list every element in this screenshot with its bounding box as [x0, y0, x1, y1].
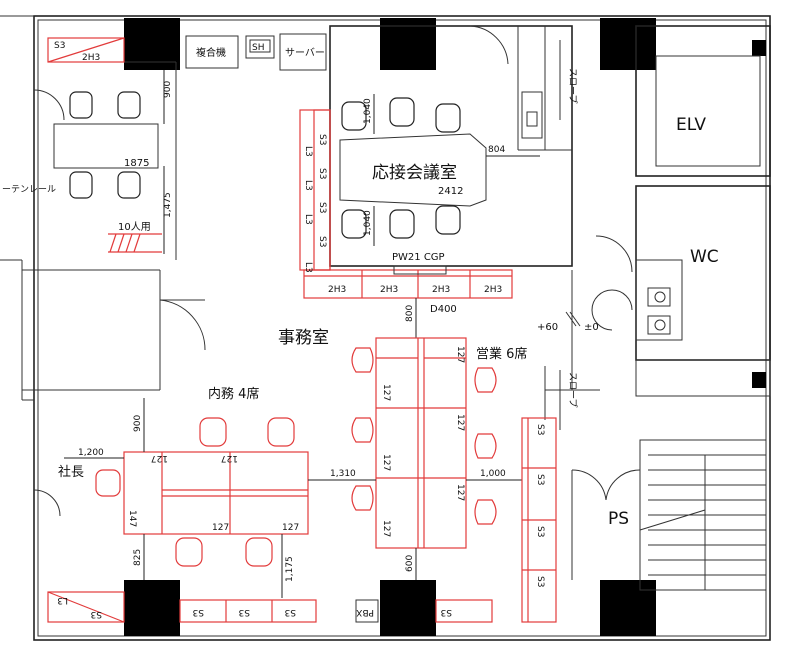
code-s3-m1: S3	[317, 134, 327, 145]
partition-label: PW21 CGP	[392, 252, 445, 263]
code-s3-top: S3	[54, 41, 65, 51]
code-s3-r2: S3	[535, 474, 545, 485]
pipe-space-label: PS	[608, 509, 629, 529]
dim-1310: 1,310	[330, 469, 356, 479]
dim-1875: 1875	[124, 158, 149, 169]
dim-804: 804	[488, 145, 505, 155]
outer-walls	[0, 15, 771, 641]
stair-treads	[639, 454, 766, 590]
code-2h3-2: 2H3	[380, 285, 398, 295]
admin-desk-block	[64, 398, 376, 598]
dim-900-top: 900	[163, 81, 173, 98]
code-2h3-3: 2H3	[432, 285, 450, 295]
sales-desk-block	[351, 337, 522, 580]
dim-825: 825	[133, 549, 143, 566]
dim-1040-top: 1,040	[363, 98, 373, 124]
server-label: サーバー	[285, 47, 325, 59]
elevator-label: ELV	[676, 115, 706, 135]
code-l3-bottom: L3	[57, 595, 68, 605]
code-s3-m4: S3	[317, 236, 327, 247]
president-label: 社長	[58, 464, 84, 480]
dim-1040-bottom: 1,040	[363, 210, 373, 236]
code-127-a3: 127	[212, 523, 229, 533]
interior-partitions	[22, 61, 600, 517]
curtain-rail-label: ーテンレール	[2, 184, 56, 195]
code-s3-b4: S3	[441, 607, 452, 617]
code-s3-b2: S3	[239, 607, 250, 617]
code-2h3-4: 2H3	[484, 285, 502, 295]
admin-seats-label: 内務 4席	[208, 386, 259, 402]
door-d400-label: D400	[430, 304, 457, 315]
bottom-s3-row	[47, 591, 493, 623]
dim-900-mid: 900	[133, 415, 143, 432]
code-l3-m2: L3	[303, 180, 313, 191]
storage-row-2h3	[303, 265, 513, 338]
dim-600: 600	[405, 555, 415, 572]
code-2h3-1: 2H3	[328, 285, 346, 295]
code-s3-b3: S3	[285, 607, 296, 617]
code-s3-m2: S3	[317, 168, 327, 179]
code-127-s1: 127	[455, 346, 465, 363]
code-s3-r3: S3	[535, 526, 545, 537]
code-s3-bottom: S3	[91, 609, 102, 619]
code-127-a1: 127	[151, 453, 168, 463]
pbx-label: PBX	[356, 607, 374, 617]
right-s3-cabinets	[521, 417, 557, 623]
code-127-s4: 127	[381, 454, 391, 471]
copier-label: 複合機	[196, 46, 226, 59]
service-core	[571, 25, 771, 591]
code-127-s3: 127	[455, 414, 465, 431]
code-127-a4: 127	[282, 523, 299, 533]
ten-people-label: 10人用	[118, 221, 151, 233]
code-l3-m4: L3	[303, 262, 313, 273]
dim-800: 800	[405, 305, 415, 322]
structural-columns	[124, 18, 766, 636]
code-147: 147	[127, 510, 137, 527]
code-127-a2: 127	[221, 453, 238, 463]
dim-2412: 2412	[438, 186, 463, 197]
code-l3-m3: L3	[303, 214, 313, 225]
code-l3-m1: L3	[303, 146, 313, 157]
code-127-s6: 127	[381, 520, 391, 537]
code-127-s5: 127	[455, 484, 465, 501]
slope-markers	[559, 40, 581, 430]
sh-label: SH	[252, 43, 264, 53]
dim-1000: 1,000	[480, 469, 506, 479]
code-s3-b1: S3	[193, 607, 204, 617]
dim-1175: 1,175	[285, 556, 295, 582]
level-zero-label: ±0	[584, 322, 599, 333]
sales-seats-label: 営業 6席	[476, 346, 527, 362]
toilet-label: WC	[690, 247, 719, 267]
meeting-room-label: 応接会議室	[372, 163, 457, 183]
code-s3-m3: S3	[317, 202, 327, 213]
code-s3-r1: S3	[535, 424, 545, 435]
left-work-zone	[47, 33, 327, 254]
level-plus-label: +60	[537, 322, 558, 333]
slope-top-label: スロープ	[567, 68, 578, 103]
code-2h3-top: 2H3	[82, 53, 100, 63]
slope-right-label: スロープ	[567, 372, 578, 407]
code-127-s2: 127	[381, 384, 391, 401]
code-s3-r4: S3	[535, 576, 545, 587]
dim-1475: 1,475	[163, 192, 173, 218]
dim-1200: 1,200	[78, 448, 104, 458]
office-label: 事務室	[278, 328, 329, 348]
